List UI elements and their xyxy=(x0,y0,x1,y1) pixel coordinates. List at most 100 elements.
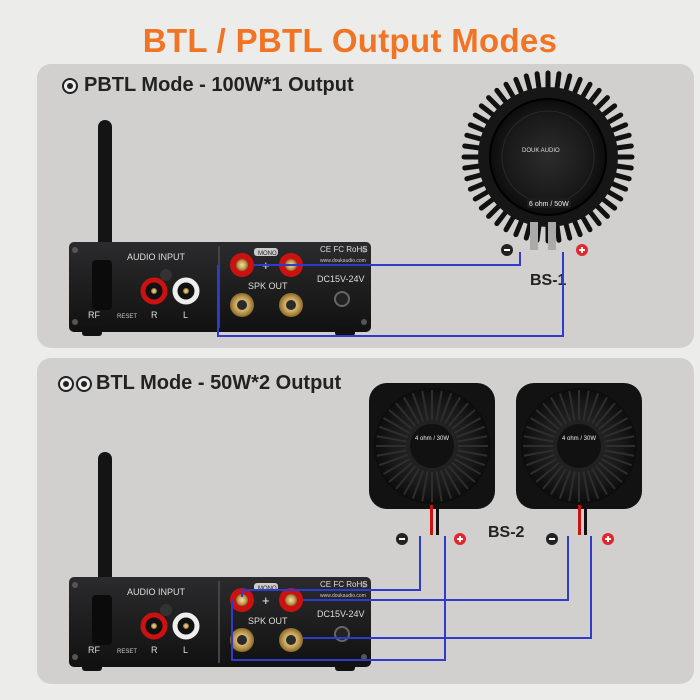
radio-icon xyxy=(62,77,78,94)
page-title: BTL / PBTL Output Modes xyxy=(142,22,558,59)
polarity-markers xyxy=(396,244,614,545)
cone-rib xyxy=(383,417,410,434)
rf-label: RF xyxy=(88,310,100,320)
cone-rib xyxy=(604,449,635,457)
btl-mode-heading: BTL Mode - 50W*2 Output xyxy=(58,372,341,395)
cone-rib xyxy=(395,465,417,490)
cone-rib xyxy=(454,417,481,434)
cone-rib xyxy=(598,409,623,431)
cone-rib xyxy=(411,393,425,422)
r-input-label: R xyxy=(151,645,158,655)
cone-rib xyxy=(444,397,461,424)
bs2-spec-left: 4 ohm / 30W xyxy=(415,436,449,442)
cone-rib xyxy=(550,468,567,495)
amplifier-1: AUDIO INPUT RF RESET R L MONO + SPK OUT … xyxy=(69,120,371,336)
cone-rib xyxy=(523,449,554,457)
pbtl-mode-label: PBTL Mode - 100W*1 Output xyxy=(84,74,354,96)
cone-rib xyxy=(582,390,590,421)
bs1-label: BS-1 xyxy=(530,272,567,289)
cone-rib xyxy=(526,453,555,467)
amplifier-2: AUDIO INPUT RF RESET R L MONO + SPK OUT … xyxy=(69,452,371,671)
cone-rib xyxy=(421,471,429,502)
cone-rib xyxy=(586,393,600,422)
bs2-spec-right: 4 ohm / 30W xyxy=(562,436,596,442)
cone-rib xyxy=(447,465,469,490)
cone-rib xyxy=(591,397,608,424)
cone-rib xyxy=(451,409,476,431)
spk-out-label: SPK OUT xyxy=(248,281,288,291)
pbtl-mode-heading: PBTL Mode - 100W*1 Output xyxy=(62,74,354,97)
website-label: www.doukaudio.com xyxy=(320,593,366,599)
mono-label: MONO xyxy=(258,251,277,257)
cone-rib xyxy=(456,425,485,439)
bs2-speaker-left: 4 ohm / 30W xyxy=(369,383,495,535)
cone-rib xyxy=(457,449,488,457)
reset-label: RESET xyxy=(117,314,137,320)
website-label: www.doukaudio.com xyxy=(320,258,366,264)
dc-jack-icon xyxy=(334,291,350,307)
cone-rib xyxy=(403,468,420,495)
bs2-label: BS-2 xyxy=(488,524,525,541)
power-label: DC15V-24V xyxy=(317,609,365,619)
cert-label: CE FC RoHS xyxy=(320,580,368,589)
cone-rib xyxy=(451,461,476,483)
cone-rib xyxy=(444,468,461,495)
cone-rib xyxy=(535,461,560,483)
spk-out-label: SPK OUT xyxy=(248,616,288,626)
r-input-label: R xyxy=(151,310,158,320)
cone-rib xyxy=(550,397,567,424)
rf-label: RF xyxy=(88,645,100,655)
cone-rib xyxy=(395,402,417,427)
reset-label: RESET xyxy=(117,649,137,655)
cone-rib xyxy=(598,461,623,483)
cone-rib xyxy=(535,409,560,431)
cone-rib xyxy=(523,435,554,443)
cone-rib xyxy=(603,453,632,467)
cone-rib xyxy=(542,465,564,490)
audio-input-label: AUDIO INPUT xyxy=(127,587,186,597)
l-input-label: L xyxy=(183,645,188,655)
cone-rib xyxy=(456,453,485,467)
audio-input-label: AUDIO INPUT xyxy=(127,252,186,262)
cone-rib xyxy=(379,453,408,467)
cone-rib xyxy=(601,458,628,475)
cone-rib xyxy=(435,390,443,421)
cone-rib xyxy=(376,435,407,443)
power-label: DC15V-24V xyxy=(317,274,365,284)
cone-rib xyxy=(439,470,453,499)
cone-rib xyxy=(582,471,590,502)
cone-rib xyxy=(421,390,429,421)
cone-rib xyxy=(586,470,600,499)
cone-rib xyxy=(388,409,413,431)
cone-rib xyxy=(439,393,453,422)
cone-rib xyxy=(457,435,488,443)
cone-rib xyxy=(435,471,443,502)
cone-rib xyxy=(568,471,576,502)
cone-rib xyxy=(542,402,564,427)
cone-rib xyxy=(403,397,420,424)
bs1-spec: 6 ohm / 50W xyxy=(529,201,569,208)
cone-rib xyxy=(603,425,632,439)
bs1-speaker: DOUK AUDIO 6 ohm / 50W xyxy=(461,70,635,250)
plus-label: + xyxy=(262,593,270,608)
radio-icon xyxy=(76,375,92,392)
cone-rib xyxy=(601,417,628,434)
bs2-speaker-right: 4 ohm / 30W xyxy=(516,383,642,535)
btl-mode-label: BTL Mode - 50W*2 Output xyxy=(96,372,342,394)
cone-rib xyxy=(530,458,557,475)
cone-rib xyxy=(454,458,481,475)
cone-rib xyxy=(447,402,469,427)
cone-rib xyxy=(526,425,555,439)
cone-rib xyxy=(379,425,408,439)
cone-rib xyxy=(376,449,407,457)
radio-icon xyxy=(58,375,74,392)
cone-rib xyxy=(594,402,616,427)
cert-label: CE FC RoHS xyxy=(320,245,368,254)
cone-rib xyxy=(388,461,413,483)
cone-rib xyxy=(411,470,425,499)
l-input-label: L xyxy=(183,310,188,320)
cone-rib xyxy=(591,468,608,495)
cone-rib xyxy=(604,435,635,443)
cone-rib xyxy=(594,465,616,490)
